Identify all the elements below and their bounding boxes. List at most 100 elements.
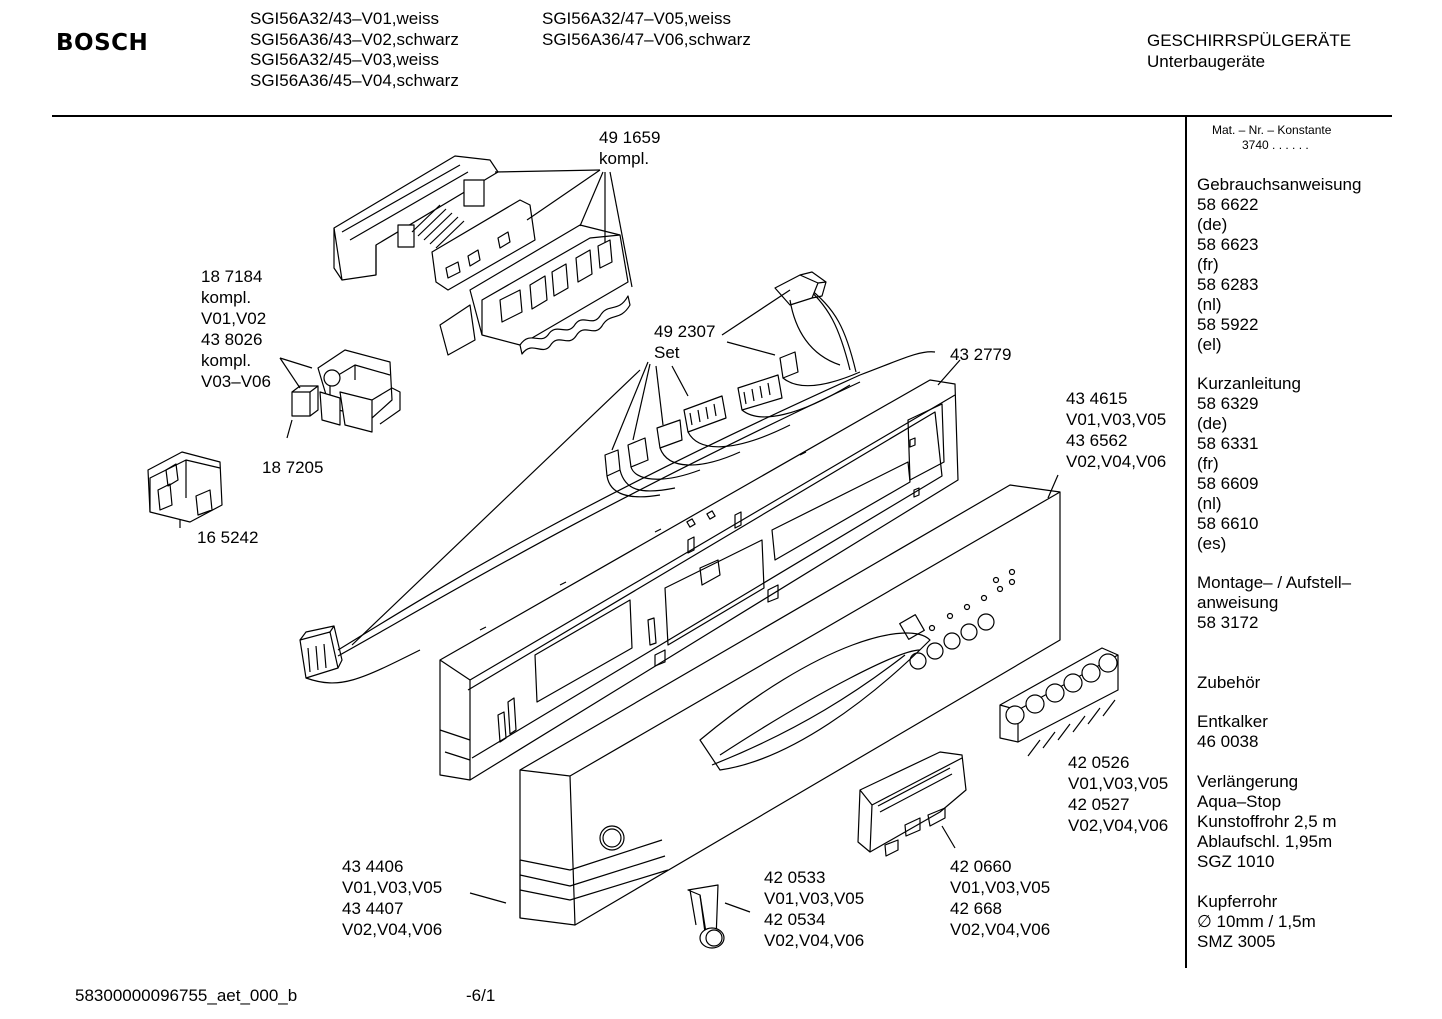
front-panel-part (519, 484, 1061, 926)
model-line: SGI56A36/45–V04,schwarz (250, 70, 459, 90)
part-label-434406: 43 4406 V01,V03,V05 43 4407 V02,V04,V06 (342, 856, 442, 940)
model-line: SGI56A32/43–V01,weiss (250, 9, 440, 28)
sidebar-line: SGZ 1010 (1197, 852, 1275, 871)
part-number: 43 8026 (201, 330, 263, 349)
part-variant: V02,V04,V06 (1068, 816, 1169, 835)
sidebar-line: 58 6329 (1197, 394, 1259, 413)
sidebar-line: (nl) (1197, 494, 1222, 513)
door-handle-part (857, 751, 967, 857)
part-number: 18 7184 (201, 267, 263, 286)
part-note: kompl. (201, 351, 252, 370)
sidebar-block-accessories: Zubehör (1197, 673, 1260, 693)
part-number: 49 2307 (654, 322, 716, 341)
sidebar-line: Ablaufschl. 1,95m (1197, 832, 1333, 851)
sidebar-line: (nl) (1197, 295, 1222, 314)
mat-nr-title: Mat. – Nr. – Konstante (1212, 123, 1332, 137)
model-list-2: SGI56A32/47–V05,weiss SGI56A36/47–V06,sc… (542, 9, 751, 50)
sidebar-line: (es) (1197, 534, 1227, 553)
part-number: 43 4406 (342, 857, 404, 876)
control-panel-frame-part (439, 379, 959, 781)
part-label-420526: 42 0526 V01,V03,V05 42 0527 V02,V04,V06 (1068, 752, 1168, 836)
part-number: 18 7205 (262, 458, 324, 477)
button-strip-part (999, 647, 1119, 757)
sidebar-line: Verlängerung (1197, 772, 1299, 791)
sidebar-line: Entkalker (1197, 712, 1268, 731)
sidebar-line: Kurzanleitung (1197, 374, 1301, 393)
part-label-187205: 18 7205 (262, 457, 323, 478)
sidebar-line: 58 6609 (1197, 474, 1259, 493)
sidebar-line: 58 6610 (1197, 514, 1259, 533)
leaders-491659 (494, 169, 633, 288)
sidebar-line: (fr) (1197, 255, 1219, 274)
model-line: SGI56A32/47–V05,weiss (542, 9, 732, 28)
sidebar-line: 46 0038 (1197, 732, 1259, 751)
part-note: kompl. (599, 149, 650, 168)
part-number: 42 0534 (764, 910, 826, 929)
part-label-432779: 43 2779 (950, 344, 1011, 365)
sidebar-line: Aqua–Stop (1197, 792, 1282, 811)
part-label-420660: 42 0660 V01,V03,V05 42 668 V02,V04,V06 (950, 856, 1050, 940)
model-line: SGI56A36/47–V06,schwarz (542, 29, 751, 49)
electronic-module-part (333, 155, 631, 356)
sidebar-line: (el) (1197, 335, 1222, 354)
leaders-187184 (279, 357, 313, 439)
part-variant: V01,V03,V05 (1068, 774, 1169, 793)
part-variant: V03–V06 (201, 372, 271, 391)
sidebar-line: anweisung (1197, 593, 1279, 612)
sidebar-line: (fr) (1197, 454, 1219, 473)
sidebar-line: (de) (1197, 215, 1228, 234)
category-line: Unterbaugeräte (1147, 51, 1266, 71)
part-number: 42 0660 (950, 857, 1012, 876)
part-number: 43 4615 (1066, 389, 1128, 408)
part-label-420533: 42 0533 V01,V03,V05 42 0534 V02,V04,V06 (764, 867, 864, 951)
category-title: GESCHIRRSPÜLGERÄTE Unterbaugeräte (1147, 31, 1351, 72)
part-note: Set (654, 343, 680, 362)
part-number: 43 2779 (950, 345, 1012, 364)
leader-420660 (941, 825, 956, 849)
part-number: 49 1659 (599, 128, 661, 147)
part-label-165242: 16 5242 (197, 527, 258, 548)
part-number: 42 0526 (1068, 753, 1130, 772)
sidebar-block-quickguide: Kurzanleitung 58 6329 (de) 58 6331 (fr) … (1197, 374, 1301, 554)
sidebar-line: (de) (1197, 414, 1228, 433)
part-number: 42 668 (950, 899, 1002, 918)
sidebar-line: Zubehör (1197, 673, 1261, 692)
sidebar-block-manual: Gebrauchsanweisung 58 6622 (de) 58 6623 … (1197, 175, 1361, 355)
model-line: SGI56A32/45–V03,weiss (250, 50, 440, 69)
part-number: 42 0533 (764, 868, 826, 887)
sidebar-line: 58 3172 (1197, 613, 1259, 632)
sidebar-block-installation: Montage– / Aufstell– anweisung 58 3172 (1197, 573, 1351, 633)
sidebar-line: 58 6331 (1197, 434, 1259, 453)
sidebar-line: 58 5922 (1197, 315, 1259, 334)
sidebar-line: SMZ 3005 (1197, 932, 1276, 951)
door-switch-part (291, 349, 401, 433)
part-variant: V02,V04,V06 (950, 920, 1051, 939)
part-variant: V01,V02 (201, 309, 267, 328)
sidebar-block-descaler: Entkalker 46 0038 (1197, 712, 1268, 752)
part-number: 43 6562 (1066, 431, 1128, 450)
sidebar-line: Kunstoffrohr 2,5 m (1197, 812, 1337, 831)
leader-432779 (937, 359, 961, 386)
sidebar-line: 58 6623 (1197, 235, 1259, 254)
sidebar-line: Gebrauchsanweisung (1197, 175, 1362, 194)
part-number: 43 4407 (342, 899, 404, 918)
cable-harness-part (299, 271, 936, 684)
leaders-492307 (351, 289, 791, 646)
sidebar-line: Kupferrohr (1197, 892, 1278, 911)
sidebar-line: ∅ 10mm / 1,5m (1197, 912, 1316, 931)
model-list-1: SGI56A32/43–V01,weiss SGI56A36/43–V02,sc… (250, 9, 459, 91)
page-number: -6/1 (466, 986, 496, 1005)
part-variant: V01,V03,V05 (342, 878, 443, 897)
part-variant: V01,V03,V05 (950, 878, 1051, 897)
part-variant: V01,V03,V05 (1066, 410, 1167, 429)
sidebar-line: 58 6622 (1197, 195, 1259, 214)
sidebar-line: Montage– / Aufstell– (1197, 573, 1352, 592)
part-note: kompl. (201, 288, 252, 307)
brand-logo: BOSCH (56, 30, 149, 56)
category-line: GESCHIRRSPÜLGERÄTE (1147, 31, 1352, 50)
part-label-491659: 49 1659 kompl. (599, 127, 660, 169)
part-number: 42 0527 (1068, 795, 1130, 814)
sidebar-line: 58 6283 (1197, 275, 1259, 294)
leaders-434406 (469, 474, 1059, 904)
